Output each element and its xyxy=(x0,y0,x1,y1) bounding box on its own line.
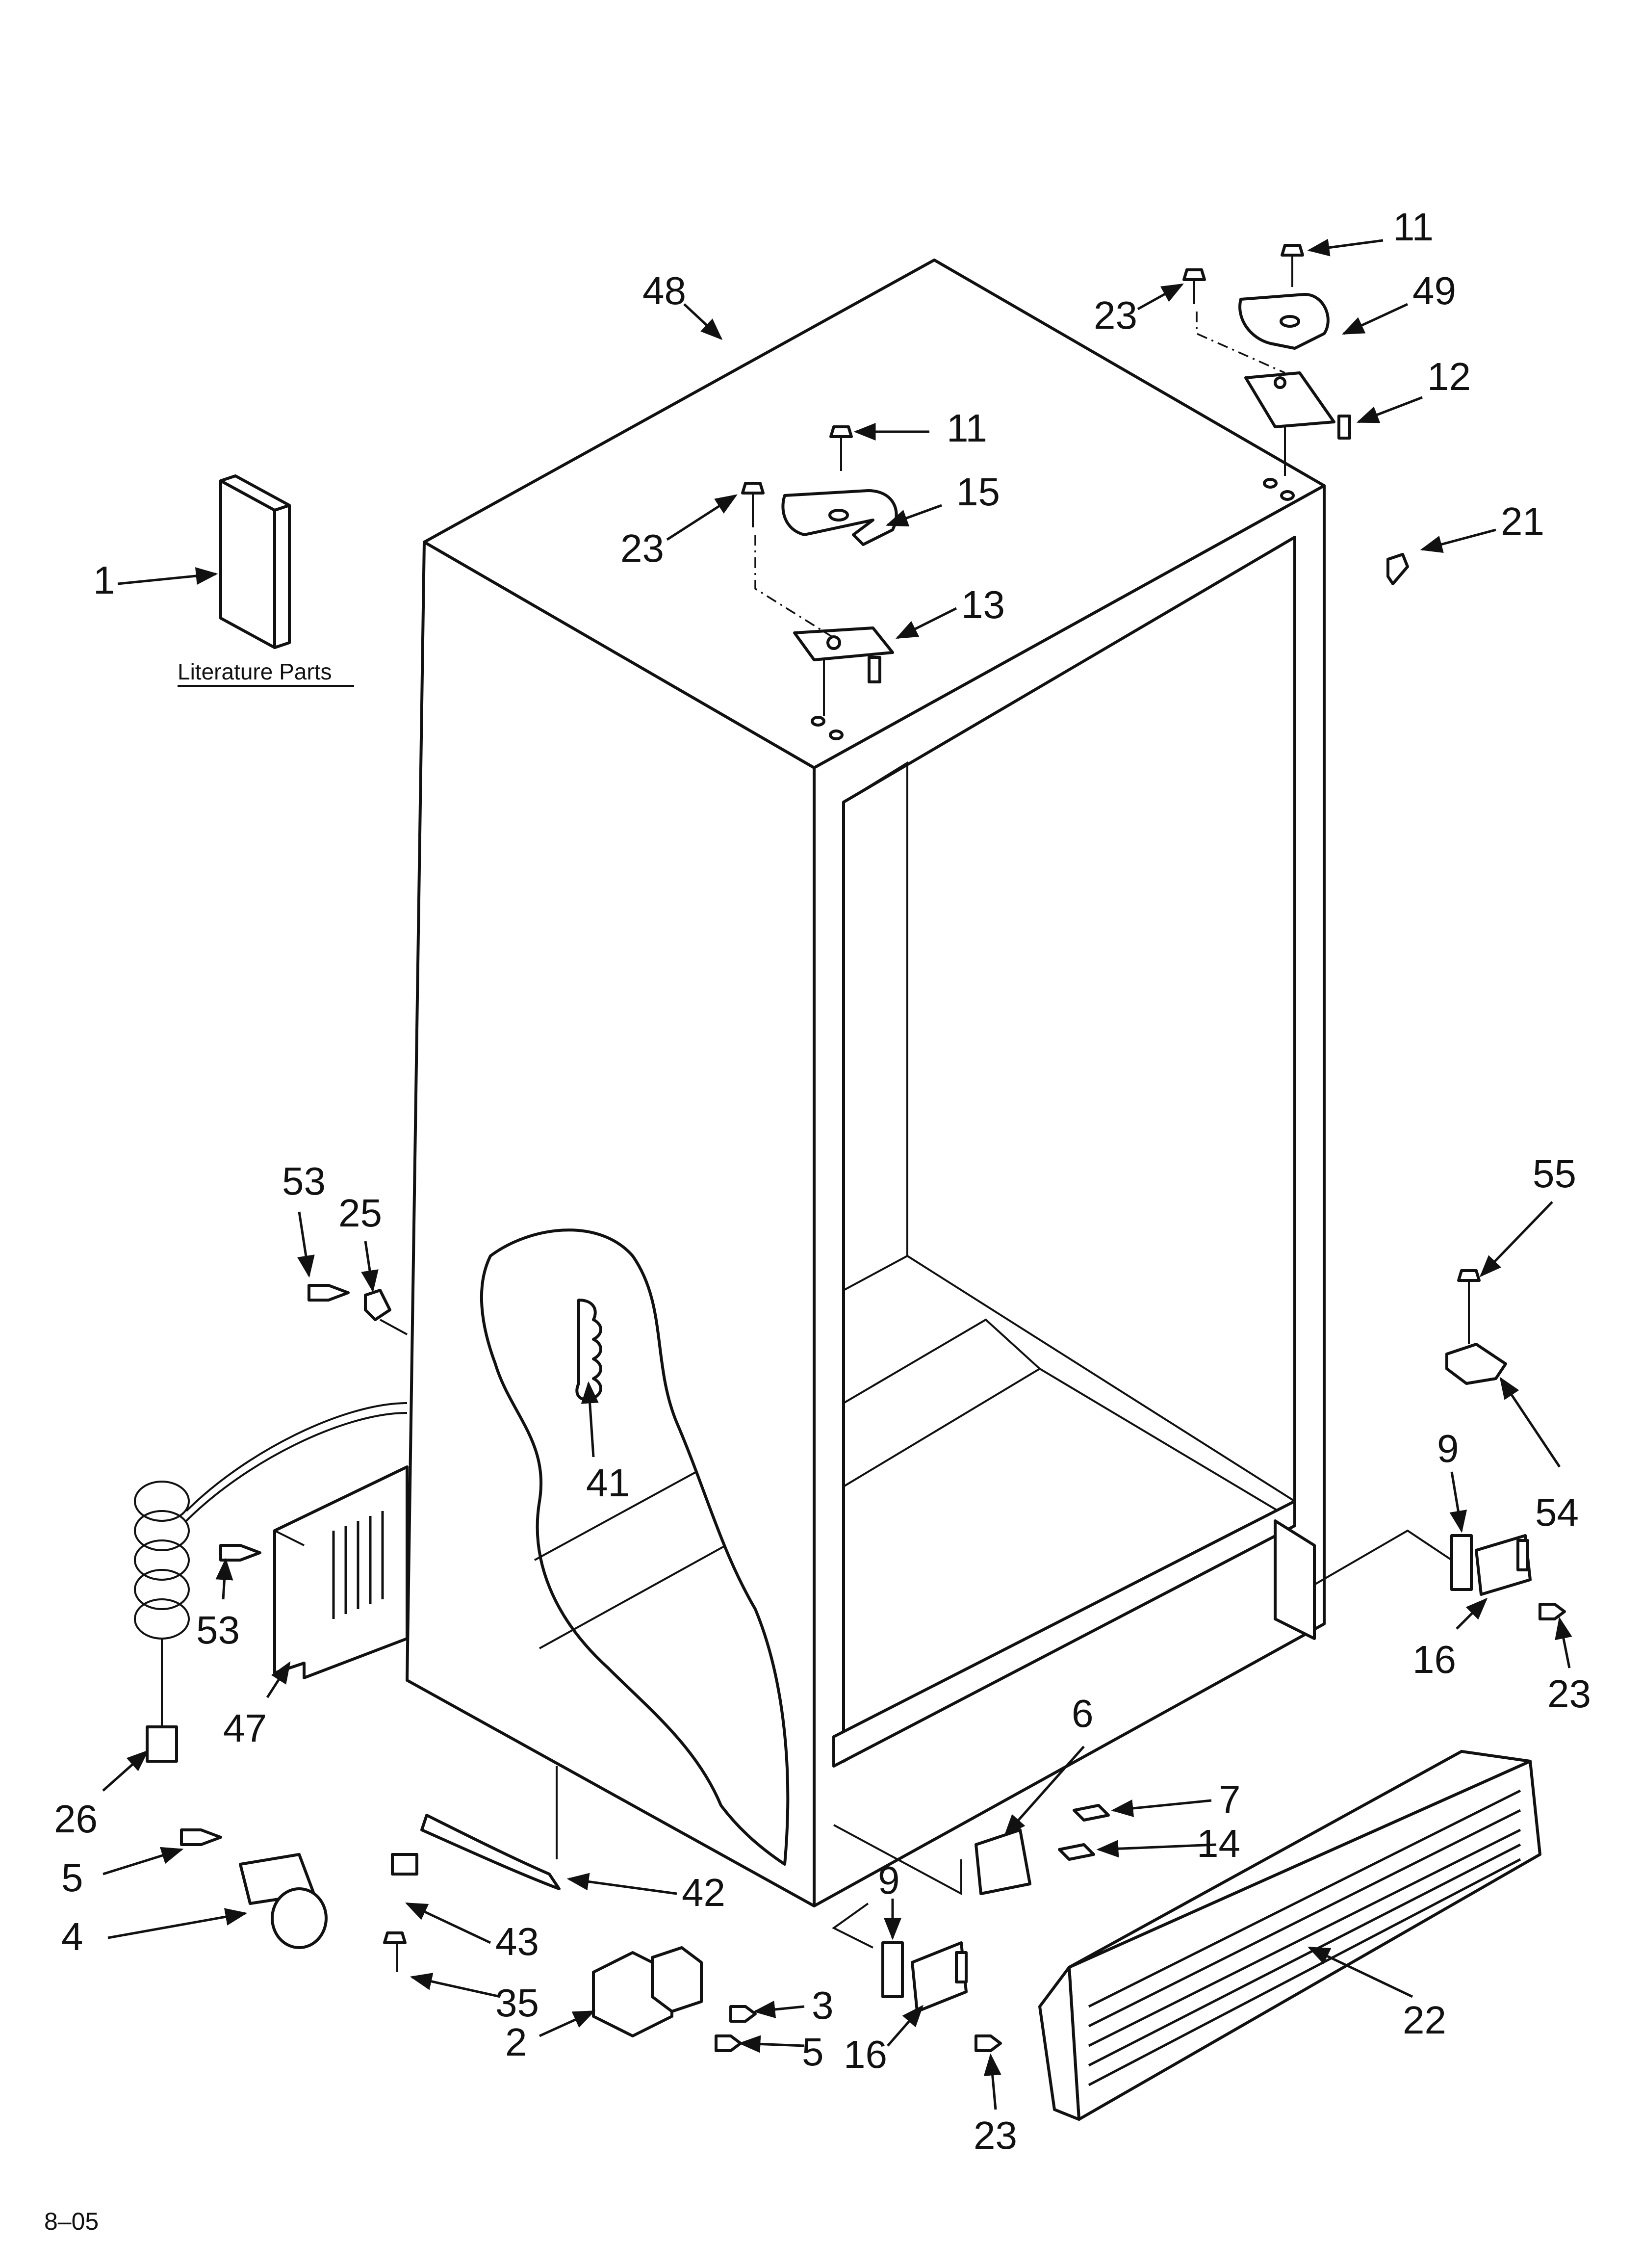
callout-53-upper: 53 xyxy=(282,1159,326,1203)
callout-11-left: 11 xyxy=(947,406,987,450)
callout-9-right: 9 xyxy=(1437,1427,1459,1470)
callout-14: 14 xyxy=(1197,1822,1240,1865)
bottom-hinge-group xyxy=(832,1804,1110,2052)
callout-5-left: 5 xyxy=(61,1856,83,1900)
callout-53-lower: 53 xyxy=(196,1608,240,1652)
callout-13: 13 xyxy=(961,583,1005,626)
callout-23-right-bottom: 23 xyxy=(1547,1672,1591,1716)
callout-48: 48 xyxy=(642,269,686,313)
callout-47: 47 xyxy=(223,1706,267,1750)
callout-43: 43 xyxy=(495,1920,539,1963)
callout-3: 3 xyxy=(812,1983,834,2027)
bottom-left-parts xyxy=(180,1766,757,2052)
callout-11-right: 11 xyxy=(1393,205,1434,249)
cabinet-shell xyxy=(406,259,1326,1907)
callout-42: 42 xyxy=(682,1871,725,1914)
callout-22: 22 xyxy=(1403,1998,1446,2042)
callout-1: 1 xyxy=(93,558,115,602)
callout-4: 4 xyxy=(61,1915,83,1958)
callout-35: 35 xyxy=(495,1981,539,2025)
base-grille xyxy=(1038,1750,1541,2121)
callout-23-bottom: 23 xyxy=(974,2113,1017,2157)
callout-21: 21 xyxy=(1501,499,1544,543)
leader-arrows xyxy=(102,238,1572,2110)
callout-6: 6 xyxy=(1072,1692,1094,1735)
left-top-hinge-group xyxy=(741,425,898,716)
callout-7: 7 xyxy=(1219,1777,1241,1821)
callout-41: 41 xyxy=(586,1461,630,1505)
callout-16-bottom: 16 xyxy=(844,2033,887,2076)
revision-code: 8–05 xyxy=(44,2208,99,2235)
left-side-parts xyxy=(134,1284,602,1763)
callout-12: 12 xyxy=(1427,355,1471,398)
callout-25: 25 xyxy=(338,1191,382,1235)
callout-labels: 1 48 11 23 15 13 11 23 49 12 21 53 25 41… xyxy=(54,205,1591,2157)
right-bottom-hinge-group xyxy=(1313,1269,1566,1620)
callout-5-right: 5 xyxy=(802,2030,824,2074)
callout-54: 54 xyxy=(1535,1490,1579,1534)
callout-26: 26 xyxy=(54,1797,98,1841)
callout-55: 55 xyxy=(1533,1152,1576,1196)
callout-16-right: 16 xyxy=(1412,1638,1456,1681)
callout-15: 15 xyxy=(956,470,1000,514)
callout-49: 49 xyxy=(1412,269,1456,313)
literature-caption: Literature Parts xyxy=(178,659,332,684)
right-top-hinge-group xyxy=(1182,244,1409,585)
callout-23-left: 23 xyxy=(620,526,664,570)
callout-23-right: 23 xyxy=(1094,293,1137,337)
literature-booklet: Literature Parts xyxy=(178,474,354,687)
callout-2: 2 xyxy=(505,2020,527,2064)
callout-9-bottom: 9 xyxy=(878,1858,900,1902)
